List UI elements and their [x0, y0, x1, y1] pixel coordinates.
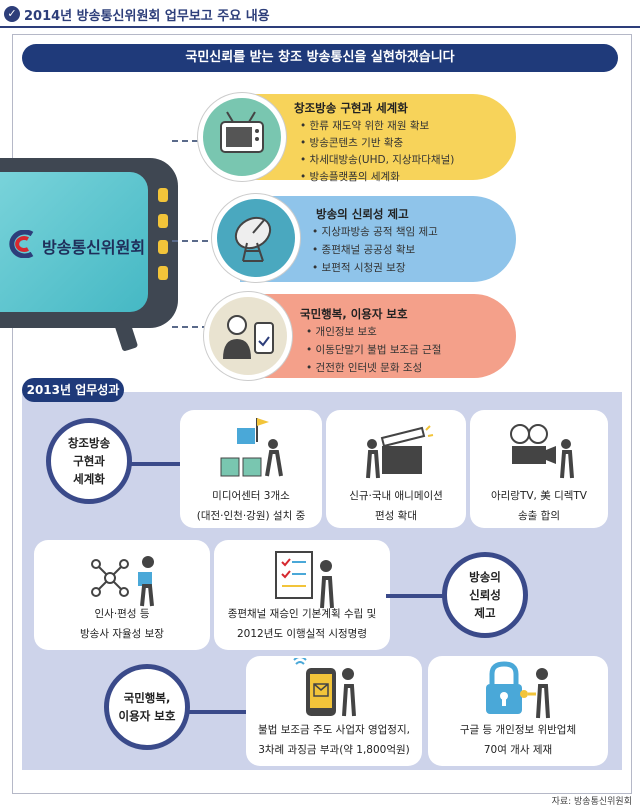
- kcc-logo-icon: [9, 230, 34, 258]
- mission-banner: 국민신뢰를 받는 창조 방송통신을 실현하겠습니다: [22, 44, 618, 72]
- user-phone-icon: [204, 292, 292, 380]
- title-bar: [0, 0, 640, 28]
- tv-knob-icon: [158, 240, 168, 254]
- pillar-title: 방송의 신뢰성 제고: [316, 207, 409, 221]
- pillar-item: • 건전한 인터넷 문화 조성: [306, 362, 423, 374]
- satellite-dish-icon: [212, 194, 300, 282]
- pillar-item: • 차세대방송(UHD, 지상파다채널): [300, 154, 455, 166]
- pillar-item: • 개인정보 보호: [306, 326, 377, 338]
- connector-line: [172, 140, 218, 142]
- source-credit: 자료: 방송통신위원회: [551, 797, 632, 807]
- connector-line: [186, 710, 252, 714]
- clapperboard-icon: [366, 425, 434, 479]
- pillar-item: • 방송플랫폼의 세계화: [300, 171, 400, 183]
- pillar-item: • 종편채널 공공성 확보: [312, 244, 416, 256]
- pillar-item: • 보편적 시청권 보장: [312, 262, 406, 274]
- tv-knob-icon: [158, 214, 168, 228]
- tv-icon: [198, 93, 286, 181]
- achievement-caption: 미디어센터 3개소(대전·인천·강원) 설치 중: [196, 490, 306, 522]
- pillar-item: • 한류 재도약 위한 재원 확보: [300, 120, 430, 132]
- pillar-title: 국민행복, 이용자 보호: [300, 307, 408, 321]
- connector-line: [172, 240, 218, 242]
- pillar-item: • 방송콘텐츠 기반 확충: [300, 137, 404, 149]
- network-icon: [91, 556, 154, 607]
- pillar-item: • 지상파방송 공적 책임 제고: [312, 226, 438, 238]
- mobile-warning-icon: [293, 658, 356, 717]
- connector-line: [386, 594, 448, 598]
- tv-knob-icon: [158, 188, 168, 202]
- film-camera-icon: [510, 424, 574, 479]
- pillar-title: 창조방송 구현과 세계화: [294, 101, 408, 115]
- tv-screen: [0, 172, 148, 312]
- media-center-icon: [220, 418, 283, 477]
- tv-knob-icon: [158, 266, 168, 280]
- lock-key-icon: [486, 661, 550, 719]
- organization-name: 방송통신위원회: [42, 238, 146, 257]
- achievement-caption: 불법 보조금 주도 사업자 영업정지,3차례 과징금 부과(약 1,800억원): [258, 724, 410, 756]
- category-bubble: 국민행복,이용자 보호: [104, 664, 190, 750]
- pillar-item: • 이동단말기 불법 보조금 근절: [306, 344, 442, 356]
- connector-line: [120, 462, 188, 466]
- achievements-label: 2013년 업무성과: [22, 378, 124, 402]
- checklist-icon: [275, 551, 334, 609]
- checkmark-icon: ✓: [4, 6, 20, 22]
- connector-line: [172, 326, 218, 328]
- content-frame: [12, 34, 632, 794]
- page-title: 2014년 방송통신위원회 업무보고 주요 내용: [24, 9, 270, 24]
